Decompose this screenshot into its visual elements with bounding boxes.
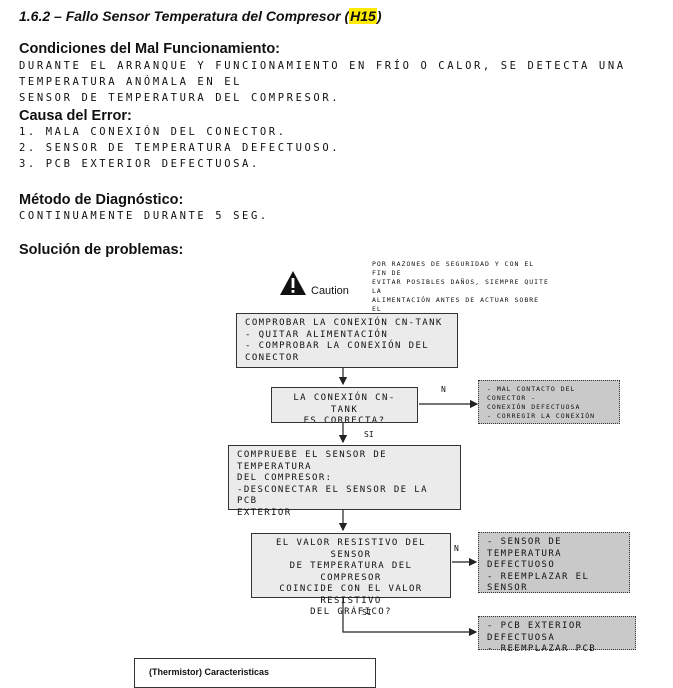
diagnosis-heading: Método de Diagnóstico: [19,192,184,208]
flow-result-bad-contact: - MAL CONTACTO DEL CONECTOR - CONEXIÓN D… [478,380,620,424]
flow-step-check-sensor: COMPRUEBE EL SENSOR DE TEMPERATURA DEL C… [228,445,461,518]
flow-step-check-connection: COMPROBAR LA CONEXIÓN CN-TANK - QUITAR A… [236,313,458,368]
flow-result-faulty-sensor: - SENSOR DE TEMPERATURA DEFECTUOSO - REE… [478,532,630,593]
flow-result-faulty-pcb: - PCB EXTERIOR DEFECTUOSA - REEMPLAZAR P… [478,616,636,654]
flow-label-no-2: N [454,544,459,553]
cause-heading: Causa del Error: [19,108,132,124]
flow-label-yes-2: SI [362,608,372,617]
conditions-text: DURANTE EL ARRANQUE Y FUNCIONAMIENTO EN … [19,60,626,104]
diagnosis-text: CONTINUAMENTE DURANTE 5 SEG. [19,210,269,222]
connector-yes-2 [342,598,478,637]
error-code-badge: H15 [349,8,377,24]
cause-text: 1. MALA CONEXIÓN DEL CONECTOR. 2. SENSOR… [19,126,341,170]
flowchart-connectors [338,368,479,637]
title-prefix: 1.6.2 – Fallo Sensor Temperatura del Com… [19,8,350,24]
caution-label: Caution [311,285,349,297]
conditions-heading: Condiciones del Mal Funcionamiento: [19,41,281,57]
flow-label-no-1: N [441,385,446,394]
thermistor-table: (Thermistor) Caracteristicas [134,658,376,688]
flow-label-yes-1: SI [364,430,374,439]
thermistor-table-caption: (Thermistor) Caracteristicas [149,667,270,677]
page-title: 1.6.2 – Fallo Sensor Temperatura del Com… [19,8,382,24]
warning-icon [279,270,307,296]
flow-question-connection: LA CONEXIÓN CN-TANK ES CORRECTA? [271,387,418,423]
flow-question-resistance: EL VALOR RESISTIVO DEL SENSOR DE TEMPERA… [251,533,451,617]
title-suffix: ) [376,8,382,24]
solution-heading: Solución de problemas: [19,242,184,258]
